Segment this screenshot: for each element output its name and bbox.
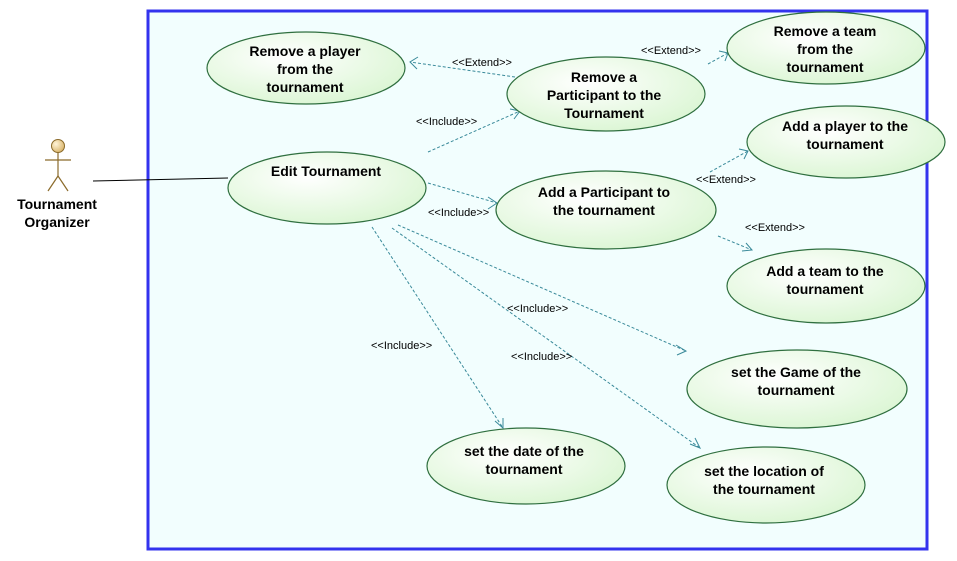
use-case-set-location[interactable]: set the location of the tournament: [666, 446, 866, 524]
actor-right-leg: [57, 175, 69, 192]
use-case-label: tournament: [758, 382, 835, 398]
use-case-add-player[interactable]: Add a player to the tournament: [746, 105, 946, 179]
arrowhead: [738, 148, 749, 160]
use-case-label: tournament: [787, 281, 864, 297]
actor-head: [51, 139, 65, 153]
use-case-label: from the: [277, 61, 333, 77]
actor-left-leg: [47, 175, 59, 192]
stereotype-extend-remove-player: <<Extend>>: [452, 57, 512, 69]
use-case-ellipse: [666, 446, 866, 524]
use-case-ellipse: [506, 56, 706, 132]
use-case-label: the tournament: [553, 202, 655, 218]
arrowhead: [409, 56, 419, 70]
use-case-remove-team[interactable]: Remove a team from the tournament: [726, 11, 926, 85]
use-case-label: Tournament: [564, 105, 644, 121]
use-case-label: the tournament: [713, 481, 815, 497]
arrowhead: [741, 242, 754, 252]
use-case-label: from the: [797, 41, 853, 57]
arrowhead: [494, 418, 504, 430]
use-case-label: Participant to the: [547, 87, 662, 103]
use-case-add-participant[interactable]: Add a Participant to the tournament: [495, 170, 717, 250]
stereotype-extend-add-player: <<Extend>>: [696, 174, 756, 186]
stereotype-include-set-date: <<Include>>: [371, 340, 432, 352]
extend-line-add-team: [717, 235, 753, 251]
use-case-label: tournament: [807, 136, 884, 152]
stereotype-include-remove-participant: <<Include>>: [416, 116, 477, 128]
use-case-ellipse: [686, 349, 908, 429]
use-case-remove-participant[interactable]: Remove a Participant to the Tournament: [506, 56, 706, 132]
extend-line-remove-team: [707, 52, 729, 65]
use-case-label: Remove a: [571, 69, 637, 85]
use-case-ellipse: [495, 170, 717, 250]
use-case-remove-player[interactable]: Remove a player from the tournament: [206, 31, 406, 105]
use-case-label: Add a team to the: [766, 263, 884, 279]
use-case-label: set the date of the: [464, 443, 584, 459]
use-case-ellipse: [426, 427, 626, 505]
use-case-set-date[interactable]: set the date of the tournament: [426, 427, 626, 505]
use-case-label: tournament: [267, 79, 344, 95]
use-case-label: tournament: [486, 461, 563, 477]
include-line-set-game: [397, 224, 687, 352]
stereotype-extend-remove-team: <<Extend>>: [641, 45, 701, 57]
use-case-set-game[interactable]: set the Game of the tournament: [686, 349, 908, 429]
actor-tournament-organizer[interactable]: Tournament Organizer: [17, 139, 97, 231]
use-case-ellipse: [206, 31, 406, 105]
stereotype-include-add-participant: <<Include>>: [428, 207, 489, 219]
use-case-ellipse: [746, 105, 946, 179]
include-line-remove-participant: [427, 110, 521, 153]
use-case-label: Edit Tournament: [271, 163, 382, 179]
use-case-ellipse: [726, 248, 926, 324]
use-case-label: set the Game of the: [731, 364, 861, 380]
include-line-add-participant: [427, 182, 498, 204]
arrowhead: [689, 437, 702, 449]
use-case-edit-tournament[interactable]: Edit Tournament: [227, 151, 427, 225]
include-line-set-location: [391, 227, 701, 449]
association-actor-edit-tournament: [92, 177, 229, 182]
use-case-label: Remove a team: [774, 23, 877, 39]
extend-line-add-player: [709, 150, 749, 173]
use-case-label: Add a Participant to: [538, 184, 670, 200]
use-case-add-team[interactable]: Add a team to the tournament: [726, 248, 926, 324]
stereotype-include-set-game: <<Include>>: [507, 303, 568, 315]
use-case-label: tournament: [787, 59, 864, 75]
use-case-ellipse: [227, 151, 427, 225]
use-case-label: Add a player to the: [782, 118, 908, 134]
use-case-ellipse: [726, 11, 926, 85]
arrowhead: [675, 344, 688, 356]
stereotype-extend-add-team: <<Extend>>: [745, 222, 805, 234]
actor-label-line1: Tournament: [17, 196, 97, 212]
extend-line-remove-player: [409, 61, 516, 78]
actor-label-line2: Organizer: [24, 214, 90, 230]
use-case-label: set the location of: [704, 463, 824, 479]
use-case-label: Remove a player: [249, 43, 361, 59]
stereotype-include-set-location: <<Include>>: [511, 351, 572, 363]
